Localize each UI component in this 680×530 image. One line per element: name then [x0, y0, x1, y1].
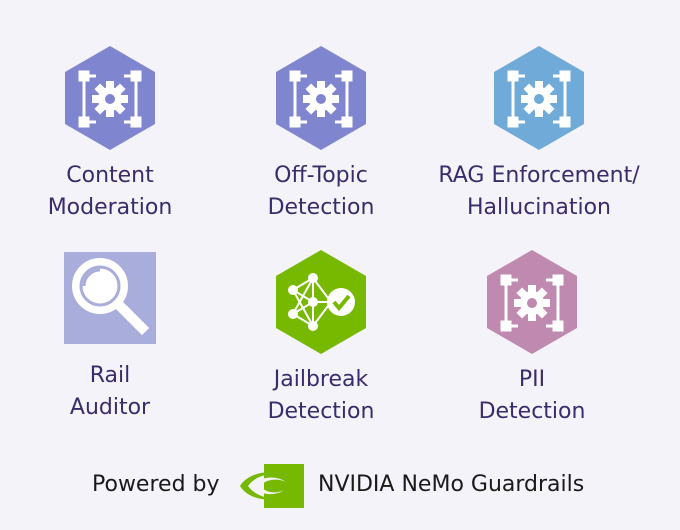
nvidia-eye-logo — [240, 464, 304, 508]
tile-title-line1: Jailbreak — [273, 367, 369, 392]
tile-title-line2: Hallucination — [467, 195, 611, 220]
brand-name: NVIDIA NeMo Guardrails — [318, 472, 585, 497]
tile-content-moderation: Content Moderation — [10, 44, 210, 224]
tile-title-line2: Detection — [267, 195, 375, 220]
tile-title-line1: Rail — [89, 363, 131, 388]
tile-title-line2: Detection — [267, 399, 375, 424]
tile-title-line1: Off-Topic — [274, 163, 368, 188]
powered-by-text: Powered by — [92, 472, 220, 497]
tile-title-line2: Detection — [478, 399, 586, 424]
tile-title-line2: Auditor — [69, 395, 151, 420]
tile-title-line2: Moderation — [47, 195, 173, 220]
tile-title-line1: PII — [518, 367, 546, 392]
tile-off-topic-detection: Off-Topic Detection — [221, 44, 421, 224]
gear-brackets-icon — [65, 46, 155, 150]
gear-brackets-icon — [494, 46, 584, 150]
tile-jailbreak-detection: Jailbreak Detection — [221, 248, 421, 428]
footer: Powered by NVIDIA NeMo Guardrails — [0, 458, 680, 514]
gear-brackets-icon — [276, 46, 366, 150]
tile-title-line1: RAG Enforcement/ — [438, 163, 640, 188]
tile-rail-auditor: Rail Auditor — [10, 248, 210, 424]
tile-title-line1: Content — [66, 163, 154, 188]
tile-rag-enforcement: RAG Enforcement/ Hallucination — [432, 44, 646, 224]
magnifier-icon — [64, 252, 156, 344]
neural-network-check-icon — [276, 250, 366, 354]
tile-pii-detection: PII Detection — [432, 248, 632, 428]
gear-brackets-icon — [487, 250, 577, 354]
